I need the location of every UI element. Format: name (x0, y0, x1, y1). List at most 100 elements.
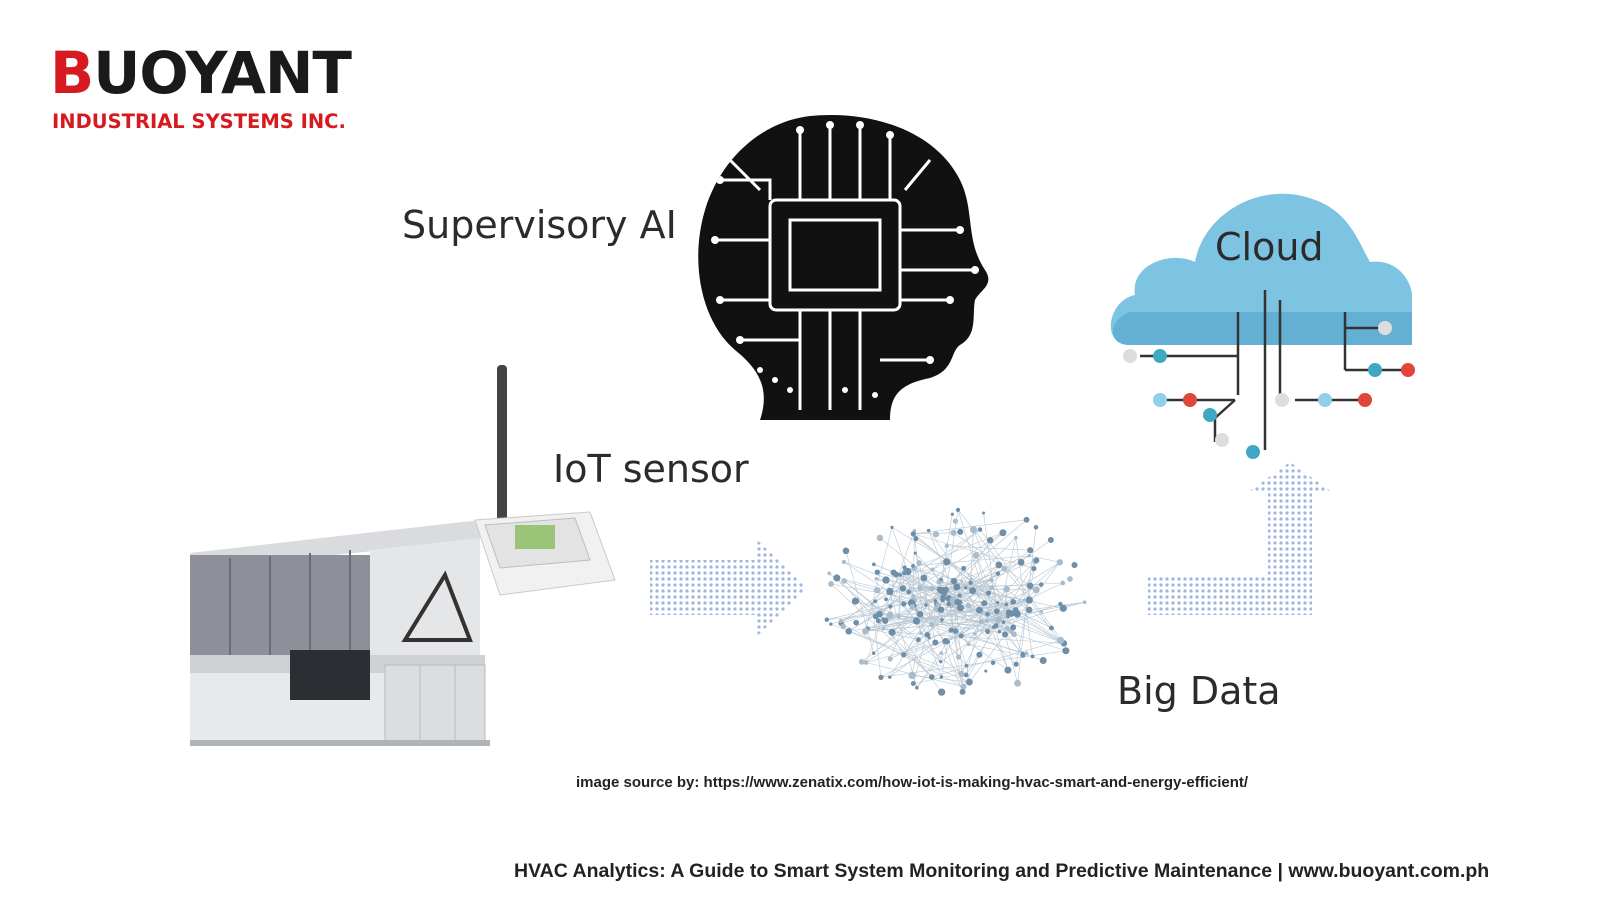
network-node (981, 600, 988, 607)
network-edge (911, 639, 919, 676)
network-node (920, 574, 928, 582)
network-edge (918, 562, 933, 625)
network-node (916, 560, 922, 566)
network-node (1067, 576, 1073, 582)
network-node (901, 652, 907, 658)
network-node (890, 525, 894, 530)
network-edge (826, 613, 880, 620)
network-edge (916, 609, 980, 688)
network-node (985, 590, 992, 596)
network-node (999, 529, 1007, 537)
network-node (1031, 565, 1037, 572)
network-node (842, 547, 850, 555)
network-node (1039, 656, 1047, 664)
network-node (1027, 547, 1034, 554)
network-node (906, 589, 912, 595)
network-edge (826, 579, 992, 620)
network-node (977, 527, 983, 532)
network-node (878, 674, 884, 680)
network-node (964, 586, 968, 590)
network-edge (1006, 568, 1035, 629)
network-node (1011, 631, 1017, 638)
network-node (1017, 558, 1025, 566)
network-node (875, 618, 881, 624)
network-node (995, 616, 1002, 623)
network-node (1003, 585, 1010, 593)
label-cloud: Cloud (1215, 225, 1324, 269)
chiller-unit-icon (190, 365, 616, 746)
network-node (914, 685, 919, 690)
network-edge (981, 609, 1030, 612)
network-edge (932, 529, 981, 570)
network-node (882, 617, 889, 624)
brand-subtitle: INDUSTRIAL SYSTEMS INC. (52, 110, 346, 133)
network-node (1039, 609, 1044, 614)
network-node (899, 585, 907, 592)
network-node (888, 628, 896, 636)
network-node (841, 559, 847, 565)
network-node (990, 660, 996, 666)
network-node (1004, 625, 1010, 631)
network-edge (891, 527, 909, 572)
network-node (870, 601, 874, 606)
network-node (896, 614, 901, 619)
network-edge (889, 591, 918, 688)
network-node (911, 564, 915, 568)
network-edge (889, 614, 1027, 654)
network-node (968, 580, 973, 585)
network-node (833, 574, 841, 582)
network-edge (968, 644, 1023, 656)
brand-logo-rest: UOYANT (93, 39, 352, 107)
network-node (955, 507, 961, 512)
network-node (1010, 599, 1017, 605)
network-edge (936, 609, 1066, 652)
network-node (929, 622, 935, 628)
network-node (828, 581, 834, 587)
network-node (1032, 586, 1040, 594)
arrow-right-icon (650, 538, 808, 638)
network-node (1071, 561, 1078, 569)
network-edge (865, 601, 1085, 663)
network-node (989, 585, 995, 590)
network-node (939, 577, 943, 581)
network-edge (840, 561, 947, 622)
network-edge (875, 568, 915, 617)
network-edge (916, 564, 1000, 688)
network-node (908, 671, 916, 680)
network-node (853, 619, 860, 626)
network-node (958, 670, 965, 678)
network-edge (955, 564, 1000, 602)
network-node (824, 617, 830, 622)
network-edge (969, 562, 1061, 683)
network-node (976, 606, 983, 614)
network-node (961, 565, 967, 571)
network-edge (913, 533, 998, 603)
network-edge (891, 519, 1027, 633)
network-edge (1015, 537, 1033, 657)
network-edge (957, 509, 1009, 671)
network-node (1004, 602, 1009, 607)
network-node (1033, 557, 1040, 564)
network-node (993, 608, 1000, 615)
network-edge (904, 571, 1060, 642)
network-node (952, 518, 959, 524)
network-node (1023, 516, 1030, 523)
brand-logo: BUOYANT (50, 44, 352, 102)
network-node (959, 688, 966, 695)
network-node (873, 586, 881, 594)
network-node (901, 601, 907, 607)
network-node (996, 601, 1000, 605)
network-node (940, 594, 946, 601)
network-node (1001, 620, 1006, 624)
network-node (965, 678, 973, 686)
network-node (1030, 654, 1035, 659)
network-node (989, 577, 994, 582)
label-iot-sensor: IoT sensor (553, 447, 749, 491)
image-source-caption: image source by: https://www.zenatix.com… (576, 774, 1249, 791)
network-node (957, 528, 964, 535)
network-node (969, 577, 973, 581)
network-edge (958, 621, 982, 658)
network-node (910, 531, 916, 537)
network-node (881, 627, 886, 631)
network-node (929, 585, 935, 592)
